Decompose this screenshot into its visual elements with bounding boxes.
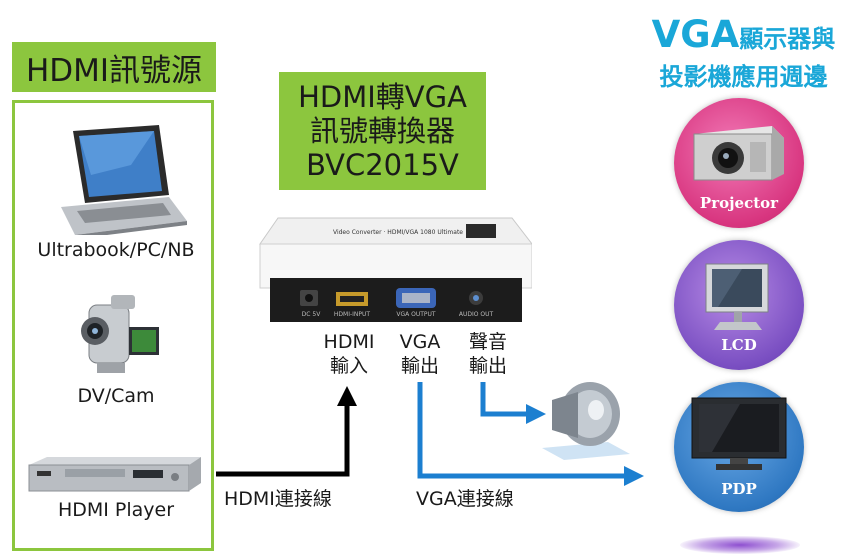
device-label-player: HDMI Player <box>57 499 175 521</box>
port-label-audio-out: 聲音 輸出 <box>456 330 520 378</box>
converter-title-line3: BVC2015V <box>306 148 459 182</box>
camcorder-icon <box>81 295 159 373</box>
port-label-audio-line1: 聲音 <box>468 331 507 353</box>
projector-icon <box>693 126 784 181</box>
device-label-pdp: PDP <box>721 480 757 498</box>
device-label-lcd: LCD <box>721 336 757 354</box>
lcd-monitor-icon <box>705 263 769 330</box>
decorative-glow <box>680 536 800 554</box>
display-title-rest: 顯示器與 <box>739 25 836 53</box>
source-panel: Ultrabook/PC/NB DV/Cam HDMI Player <box>12 100 214 551</box>
pdp-circle: PDP <box>674 382 804 512</box>
svg-text:DC 5V: DC 5V <box>302 311 322 318</box>
svg-text:Video Converter · HDMI/VGA 108: Video Converter · HDMI/VGA 1080 Ultimate <box>333 229 463 236</box>
laptop-icon <box>61 125 187 235</box>
vga-cable-label: VGA連接線 <box>416 488 514 510</box>
converter-box: Video Converter · HDMI/VGA 1080 Ultimate… <box>259 217 532 322</box>
converter-title: HDMI轉VGA 訊號轉換器 BVC2015V <box>279 72 486 190</box>
plasma-tv-icon <box>691 397 787 470</box>
device-label-projector: Projector <box>699 194 779 212</box>
port-label-hdmi-in: HDMI 輸入 <box>317 330 381 378</box>
display-title-line2: 投影機應用週邊 <box>659 63 828 91</box>
source-title: HDMI訊號源 <box>12 42 216 92</box>
hdmi-cable-label: HDMI連接線 <box>224 488 332 510</box>
display-title-main: VGA <box>651 13 740 56</box>
port-label-vga-line2: 輸出 <box>400 355 439 377</box>
device-label-laptop: Ultrabook/PC/NB <box>37 239 195 261</box>
projector-circle: Projector <box>674 98 804 228</box>
converter-title-line1: HDMI轉VGA <box>298 80 467 114</box>
device-label-camcorder: DV/Cam <box>77 385 155 407</box>
port-label-vga-out: VGA 輸出 <box>388 330 452 378</box>
port-label-vga-line1: VGA <box>399 331 441 353</box>
audio-cable-arrow <box>480 382 546 424</box>
lcd-circle: LCD <box>674 240 804 370</box>
display-section-title: VGA顯示器與 投影機應用週邊 <box>636 12 851 92</box>
vga-cable-arrow <box>417 382 644 486</box>
svg-text:VGA OUTPUT: VGA OUTPUT <box>396 311 436 318</box>
port-label-audio-line2: 輸出 <box>468 355 507 377</box>
port-label-hdmi-line1: HDMI <box>323 331 375 353</box>
hdmi-cable-arrow <box>216 386 357 477</box>
converter-title-line2: 訊號轉換器 <box>309 114 455 148</box>
dvd-player-icon <box>28 457 201 492</box>
svg-text:AUDIO OUT: AUDIO OUT <box>459 311 494 318</box>
port-label-hdmi-line2: 輸入 <box>329 355 368 377</box>
speaker-icon <box>542 382 630 460</box>
svg-text:HDMI-INPUT: HDMI-INPUT <box>334 311 371 318</box>
